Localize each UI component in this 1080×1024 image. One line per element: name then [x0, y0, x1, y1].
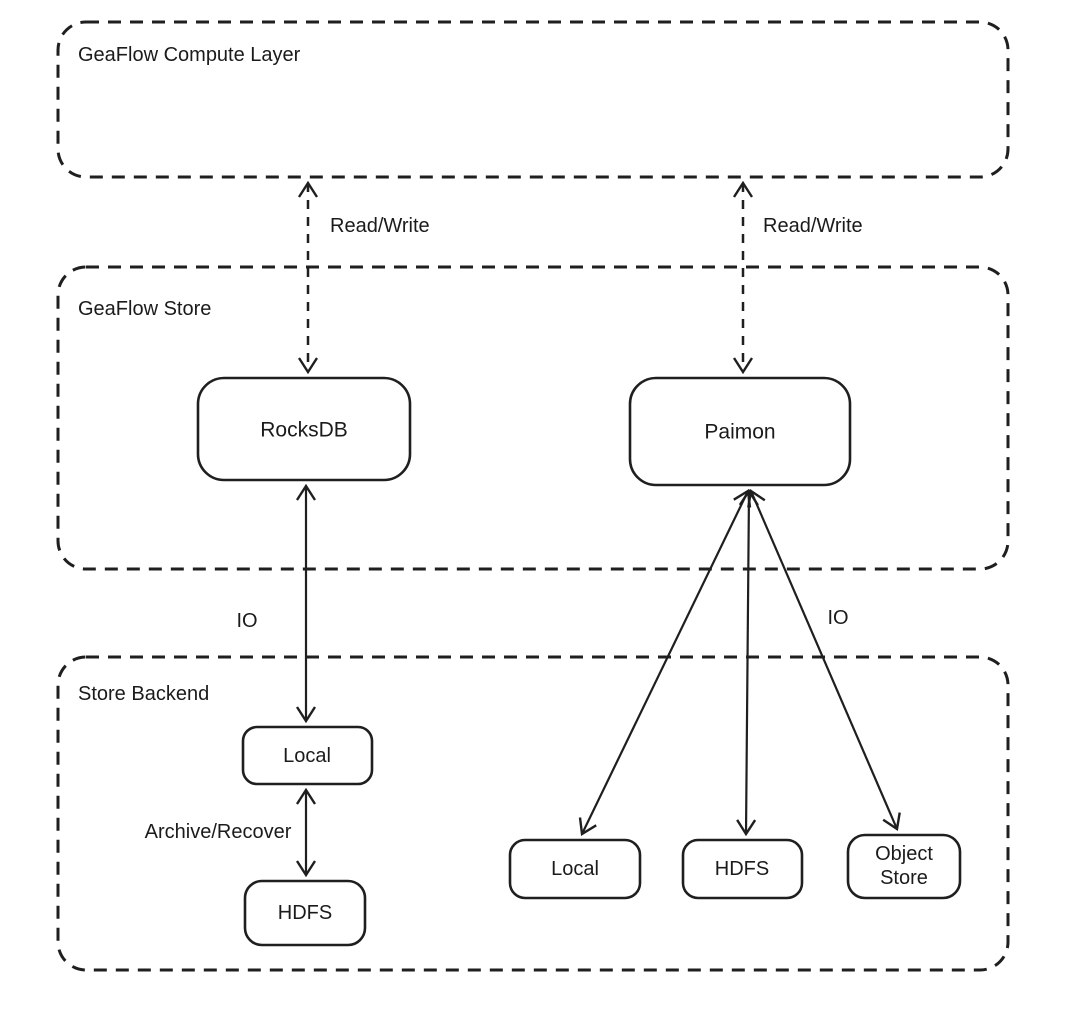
node-local-paimon-label: Local [551, 858, 599, 880]
node-object-store [846, 833, 962, 900]
node-hdfs-paimon [681, 838, 804, 900]
store-backend-layer-box [56, 655, 1010, 972]
node-rocksdb-label: RocksDB [260, 419, 348, 442]
edge-paimon-hdfs [746, 491, 749, 834]
node-local-rocksdb [241, 725, 374, 786]
geaflow-store-layer-label: GeaFlow Store [78, 298, 211, 320]
node-paimon [628, 376, 852, 487]
edge-label-read-write-rocksdb: Read/Write [330, 215, 430, 237]
edge-label-io-rocksdb: IO [236, 610, 257, 632]
compute-layer-label: GeaFlow Compute Layer [78, 44, 301, 66]
node-local-paimon [508, 838, 642, 900]
node-hdfs-rocksdb [243, 879, 367, 947]
node-local-rocksdb-label: Local [283, 745, 331, 767]
geaflow-store-layer-box [56, 265, 1010, 571]
edge-paimon-object-store [751, 491, 897, 829]
edge-label-io-paimon: IO [827, 607, 848, 629]
node-rocksdb [196, 376, 412, 482]
edge-label-read-write-paimon: Read/Write [763, 215, 863, 237]
store-backend-layer-label: Store Backend [78, 683, 209, 705]
node-hdfs-rocksdb-label: HDFS [278, 902, 332, 924]
node-object-store-label-line2: Store [880, 867, 928, 889]
edge-label-archive-recover: Archive/Recover [145, 821, 292, 843]
node-paimon-label: Paimon [704, 421, 775, 444]
node-hdfs-paimon-label: HDFS [715, 858, 769, 880]
node-object-store-label-line1: Object [875, 843, 933, 865]
compute-layer-box [56, 20, 1010, 179]
edge-paimon-local [582, 491, 748, 834]
